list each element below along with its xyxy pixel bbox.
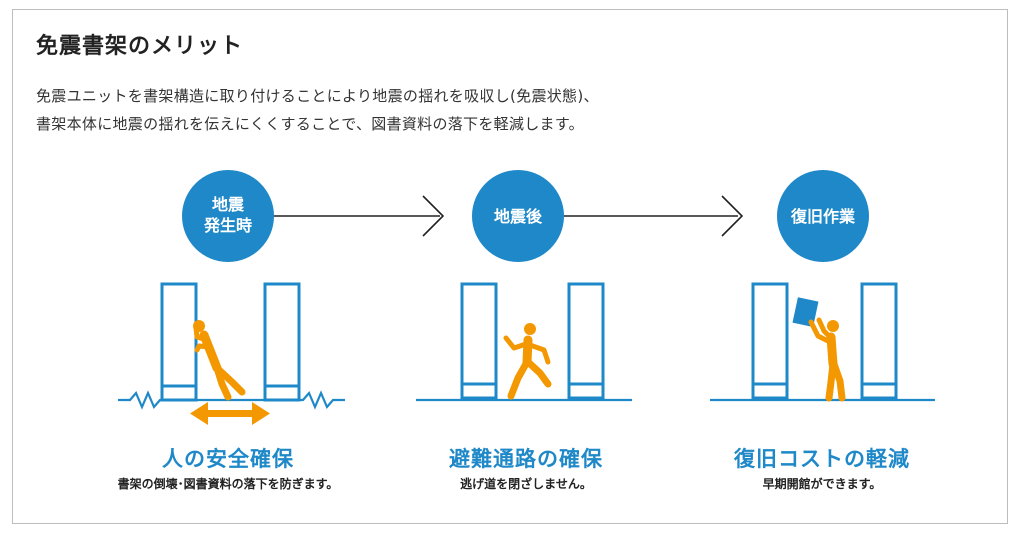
person-running-icon [503,323,552,400]
stage-caption-cost: 早期開館ができます。 [762,477,882,491]
content-frame [12,9,1008,524]
description-line-1: 免震ユニットを書架構造に取り付けることにより地震の揺れを吸収し(免震状態)、 [36,87,599,105]
bookshelf [460,282,605,400]
book-icon [792,297,819,328]
stage-circle-quake: 地震 発生時 [182,170,274,262]
bookshelf [751,282,898,400]
flow-arrow-1 [270,195,445,237]
circle-label-after: 地震後 [494,207,543,226]
illustration-recovery [710,282,935,402]
stage-heading-cost: 復旧コストの軽減 [734,447,910,471]
circle-label-recovery: 復旧作業 [790,207,856,226]
flow-arrow-2 [562,195,744,237]
stage-caption-evacuation: 逃げ道を閉ざしません。 [460,477,592,491]
stage-heading-evacuation: 避難通路の確保 [449,447,603,471]
double-arrow-icon [190,402,270,425]
illustration-after [416,282,632,402]
stage-circle-recovery: 復旧作業 [777,170,869,262]
description-line-2: 書架本体に地震の揺れを伝えにくくすることで、図書資料の落下を軽減します。 [36,115,584,133]
circle-label-quake-line2: 発生時 [203,216,252,235]
stage-circle-after: 地震後 [472,170,564,262]
stage-heading-safety: 人の安全確保 [162,447,294,471]
seismic-wave-icon [118,390,345,410]
stage-caption-safety: 書架の倒壊･図書資料の落下を防ぎます。 [117,477,339,491]
page-title: 免震書架のメリット [36,34,244,59]
person-pushing-icon [193,320,246,401]
illustration-quake [118,282,345,425]
person-lifting-icon [808,317,846,402]
circle-label-quake-line1: 地震 [212,195,245,214]
